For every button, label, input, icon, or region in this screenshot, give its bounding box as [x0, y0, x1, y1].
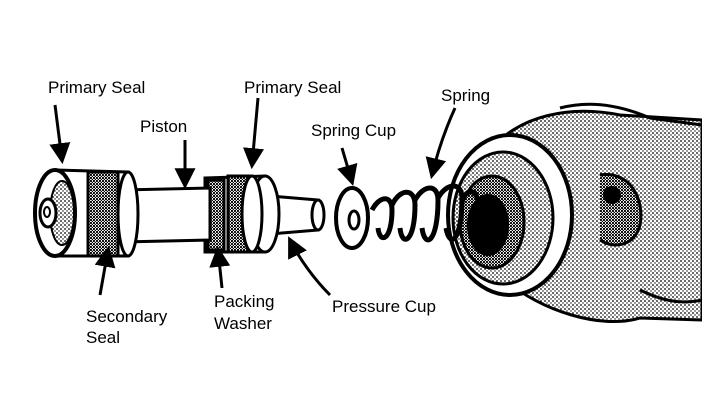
arrow-primary-seal-right: [243, 97, 264, 170]
arrow-spring-cup: [337, 147, 358, 187]
piston-assembly: [33, 168, 326, 258]
cylinder-body: [446, 102, 702, 323]
spring-cup: [334, 186, 370, 250]
spring: [369, 183, 481, 243]
label-spring: Spring: [441, 86, 491, 105]
label-pressure-cup: Pressure Cup: [332, 297, 436, 316]
arrow-primary-seal-left: [49, 104, 71, 165]
leader-lines: [49, 97, 457, 297]
arrow-pressure-cup: [288, 236, 332, 297]
label-spring-cup: Spring Cup: [311, 121, 397, 140]
label-packing-washer-line2: Washer: [214, 314, 272, 333]
arrow-secondary-seal: [94, 245, 116, 296]
label-packing-washer-line1: Packing: [214, 292, 275, 311]
label-piston: Piston: [140, 117, 188, 136]
arrow-spring: [425, 107, 457, 180]
arrow-packing-washer: [209, 245, 231, 289]
label-primary-seal-left: Primary Seal: [48, 78, 146, 97]
label-secondary-seal-line1: Secondary: [86, 307, 168, 326]
label-secondary-seal-line2: Seal: [86, 328, 121, 347]
label-primary-seal-right: Primary Seal: [244, 78, 342, 97]
